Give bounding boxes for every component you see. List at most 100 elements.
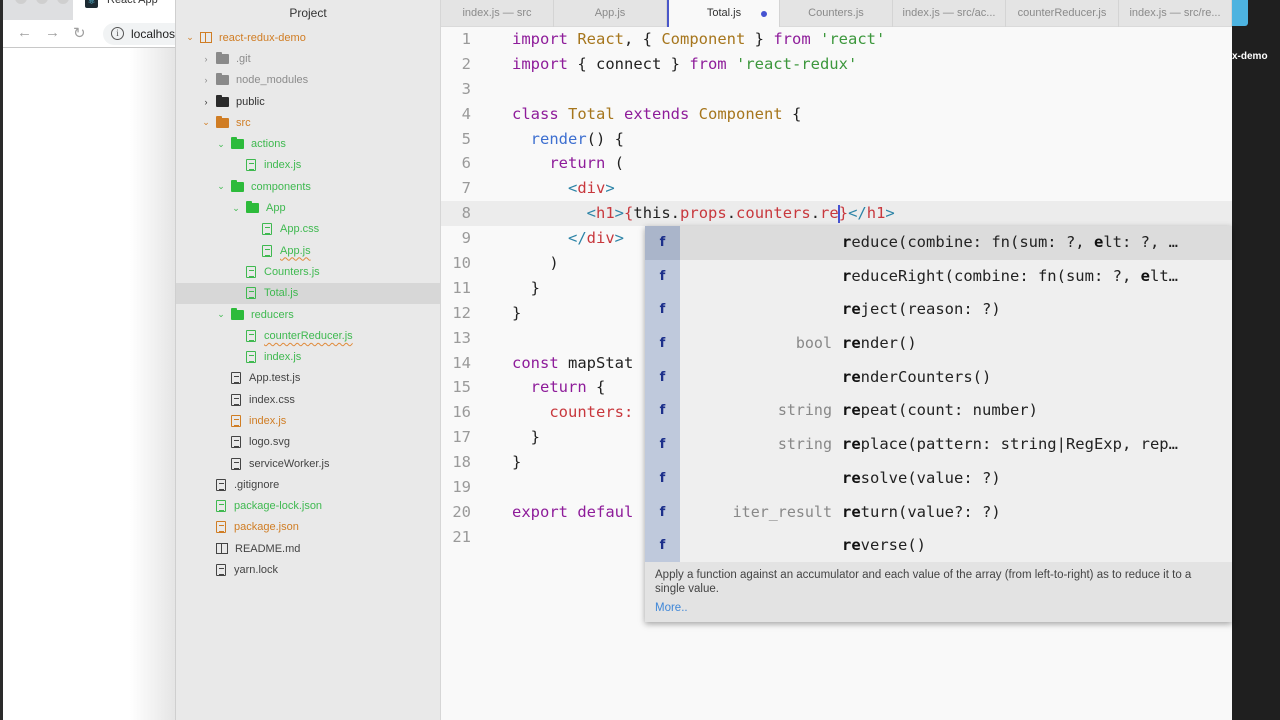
tree-item[interactable]: Counters.js: [176, 261, 440, 282]
match-highlight: re: [842, 334, 861, 353]
browser-tab-react-app[interactable]: [73, 0, 203, 20]
chevron-right-icon[interactable]: ›: [204, 75, 208, 86]
tree-item[interactable]: ⌄src: [176, 112, 440, 133]
code-line[interactable]: 5 render() {: [441, 127, 1232, 152]
match-highlight: r: [842, 266, 852, 285]
tree-item[interactable]: yarn.lock: [176, 559, 440, 580]
tree-item[interactable]: ⌄components: [176, 176, 440, 197]
code-line[interactable]: 6 return (: [441, 151, 1232, 176]
tree-item[interactable]: package.json: [176, 517, 440, 538]
chevron-down-icon[interactable]: ⌄: [202, 117, 210, 128]
chevron-right-icon[interactable]: ›: [204, 96, 208, 107]
code-line[interactable]: 13: [441, 326, 1232, 351]
chevron-down-icon[interactable]: ⌄: [232, 202, 240, 213]
code-line[interactable]: 15 return {: [441, 375, 1232, 400]
code-token: const: [512, 353, 568, 372]
editor-tab[interactable]: index.js — src/ac...: [893, 0, 1006, 27]
tree-item[interactable]: README.md: [176, 538, 440, 559]
tree-item[interactable]: logo.svg: [176, 432, 440, 453]
back-arrow-icon[interactable]: ←: [17, 24, 32, 41]
editor-tab[interactable]: App.js: [554, 0, 667, 27]
tree-item[interactable]: › node_modules: [176, 70, 440, 91]
tree-item[interactable]: index.js: [176, 410, 440, 431]
chevron-down-icon[interactable]: ⌄: [186, 32, 194, 43]
code-line[interactable]: 18}: [441, 450, 1232, 475]
file-icon: [231, 436, 241, 449]
info-icon[interactable]: i: [111, 27, 124, 40]
tree-item-label: node_modules: [236, 74, 309, 87]
editor-tab[interactable]: index.js — src: [441, 0, 554, 27]
tree-item[interactable]: ⌄actions: [176, 133, 440, 154]
editor-tab[interactable]: index.js — src/re...: [1119, 0, 1232, 27]
code-line[interactable]: 7 <div>: [441, 176, 1232, 201]
tree-item[interactable]: Total.js: [176, 282, 440, 304]
tree-item[interactable]: ⌄reducers: [176, 304, 440, 325]
tree-item[interactable]: package-lock.json: [176, 496, 440, 517]
code-line[interactable]: 19: [441, 475, 1232, 500]
folder-icon: [231, 179, 244, 192]
tree-item[interactable]: ›public: [176, 91, 440, 112]
chevron-down-icon[interactable]: ⌄: [217, 309, 225, 319]
code-line[interactable]: 17 }: [441, 425, 1232, 450]
chevron-down-icon[interactable]: ⌄: [217, 138, 225, 149]
more-link[interactable]: More..: [655, 602, 688, 614]
code-line[interactable]: 3: [441, 77, 1232, 102]
tree-item[interactable]: .gitignore: [176, 474, 440, 495]
file-icon: [246, 329, 256, 342]
chevron-down-icon[interactable]: ⌄: [217, 181, 225, 192]
file-icon: [216, 500, 226, 513]
url-text[interactable]: localhost: [131, 27, 179, 41]
code-line[interactable]: 16 counters:: [441, 400, 1232, 425]
forward-arrow-icon[interactable]: →: [45, 24, 60, 41]
tree-item[interactable]: index.css: [176, 389, 440, 410]
tree-item[interactable]: App.js: [176, 240, 440, 261]
tree-item[interactable]: serviceWorker.js: [176, 453, 440, 474]
tree-item[interactable]: index.js: [176, 346, 440, 367]
reload-icon[interactable]: ↻: [73, 25, 86, 42]
tree-item[interactable]: ⌄App: [176, 197, 440, 218]
tree-item[interactable]: ⌄react-redux-demo: [176, 27, 440, 48]
code-line[interactable]: 9 </div>: [441, 226, 1232, 251]
maximize-window-button[interactable]: [57, 0, 69, 4]
code-line[interactable]: 12}: [441, 301, 1232, 326]
modified-dot-icon[interactable]: [761, 11, 767, 17]
code-line[interactable]: 11 }: [441, 276, 1232, 301]
code-line[interactable]: 10 ): [441, 251, 1232, 276]
close-window-button[interactable]: [15, 0, 27, 4]
code-token: Component: [698, 104, 783, 123]
tree-item[interactable]: App.css: [176, 219, 440, 240]
tree-item[interactable]: counterReducer.js: [176, 325, 440, 346]
code-text: render() {: [512, 127, 624, 152]
desktop-folder-icon[interactable]: [1232, 0, 1248, 26]
tree-item[interactable]: App.test.js: [176, 368, 440, 389]
code-line[interactable]: 21: [441, 525, 1232, 550]
minimize-window-button[interactable]: [36, 0, 48, 4]
file-tree: ⌄react-redux-demo›.git›node_modules›publ…: [176, 27, 440, 581]
tree-item[interactable]: ›.git: [176, 48, 440, 69]
editor-tab[interactable]: Counters.js: [780, 0, 893, 27]
chevron-right-icon[interactable]: ›: [204, 53, 208, 64]
code-line[interactable]: 8 <h1>{this.props.counters.re}</h1>: [441, 201, 1232, 227]
tree-item[interactable]: index.js: [176, 155, 440, 176]
editor-tab[interactable]: counterReducer.js: [1006, 0, 1119, 27]
desktop-folder-label[interactable]: x-demo: [1232, 51, 1268, 62]
autocomplete-return-type: bool: [795, 334, 832, 353]
autocomplete-signature: reduceRight(combine: fn(sum: ?, elt…: [842, 260, 1178, 294]
editor-tab[interactable]: Total.js: [667, 0, 780, 27]
